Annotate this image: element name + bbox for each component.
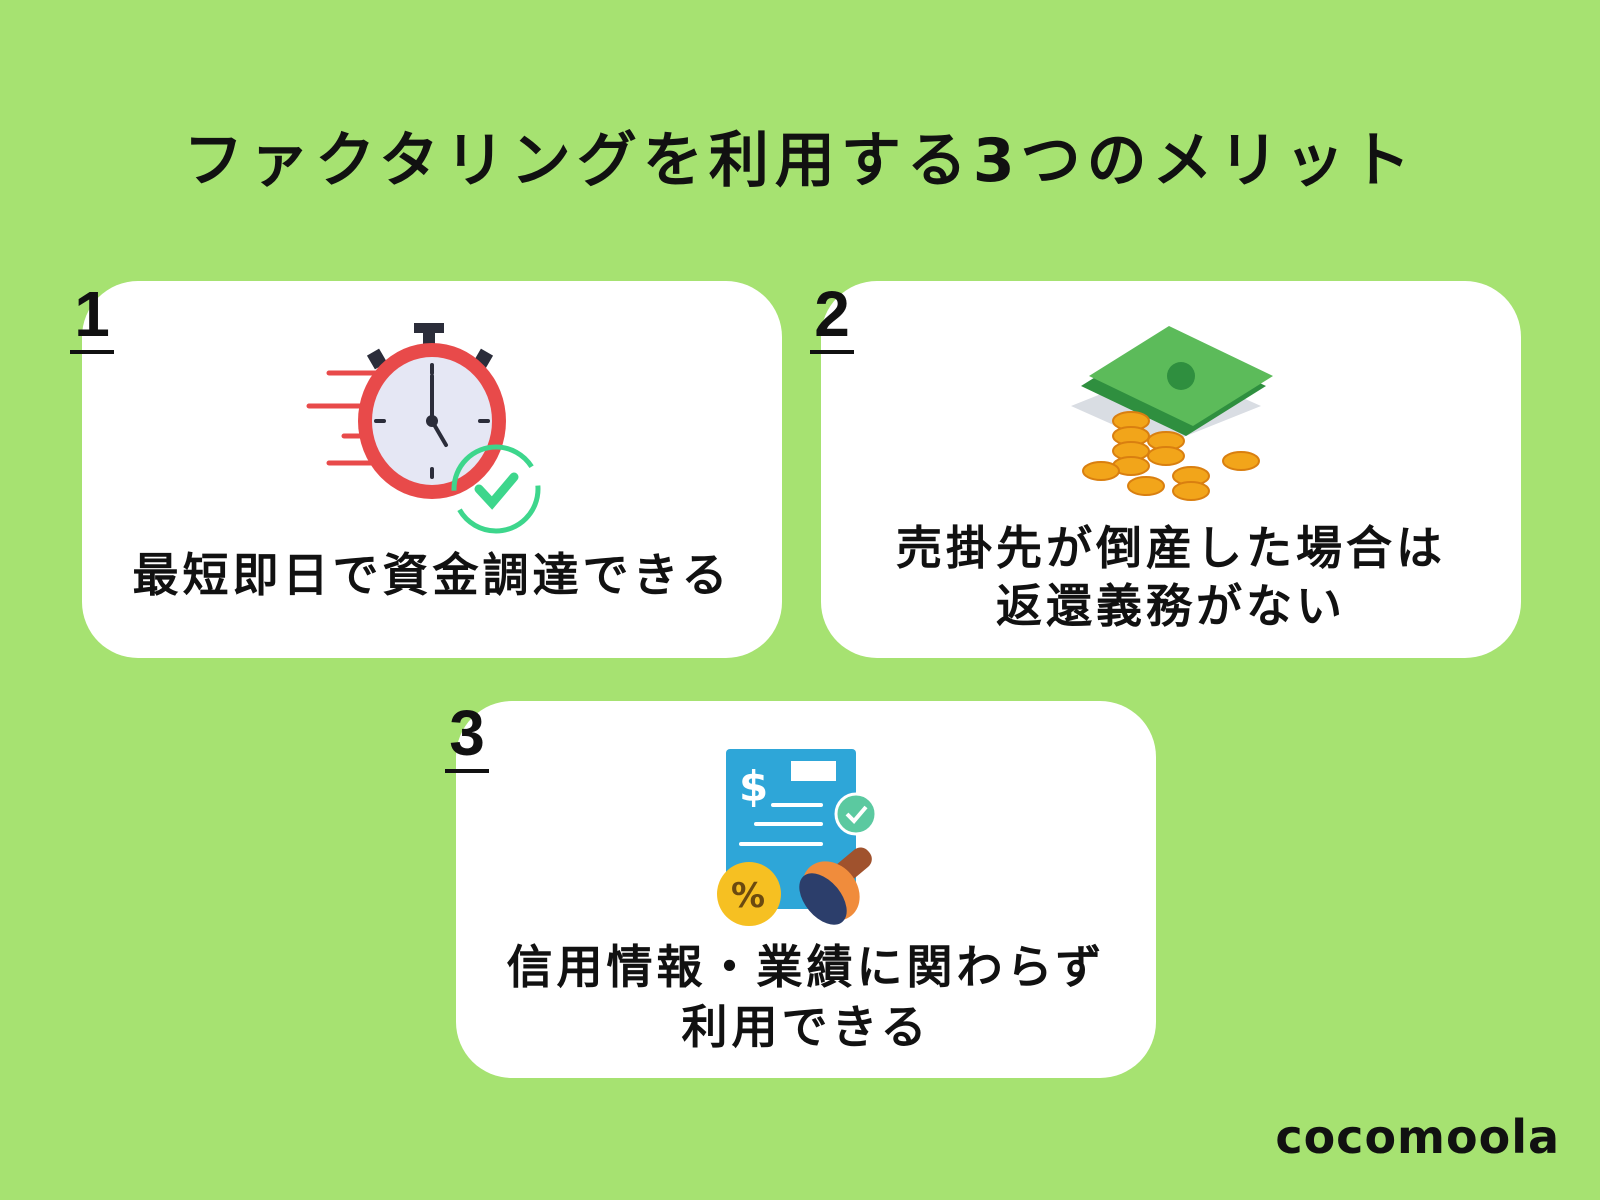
stopwatch-icon xyxy=(306,323,541,534)
merit-number-2: 2 xyxy=(810,282,854,354)
merit-card-2: 売掛先が倒産した場合は 返還義務がない xyxy=(821,281,1521,658)
merit-text-2-line1: 売掛先が倒産した場合は xyxy=(896,521,1446,575)
money-icon xyxy=(1071,326,1273,501)
page-title: ファクタリングを利用する3つのメリット xyxy=(183,126,1417,196)
document-icon: $ % xyxy=(717,749,878,926)
merit-text-1: 最短即日で資金調達できる xyxy=(132,548,732,602)
merit-card-3: $ % 信用情報・業績に関わらず 利用できる xyxy=(456,701,1156,1078)
svg-text:%: % xyxy=(731,876,765,916)
merit-text-2-line2: 返還義務がない xyxy=(996,579,1346,633)
brand-logo: cocomoola xyxy=(1275,1110,1560,1164)
merit-text-3-line2: 利用できる xyxy=(681,1000,931,1054)
merit-number-3: 3 xyxy=(445,701,489,773)
merit-text-3-line1: 信用情報・業績に関わらず xyxy=(506,940,1106,994)
svg-text:$: $ xyxy=(739,762,768,811)
merit-card-1: 最短即日で資金調達できる xyxy=(82,281,782,658)
merit-number-1: 1 xyxy=(70,282,114,354)
